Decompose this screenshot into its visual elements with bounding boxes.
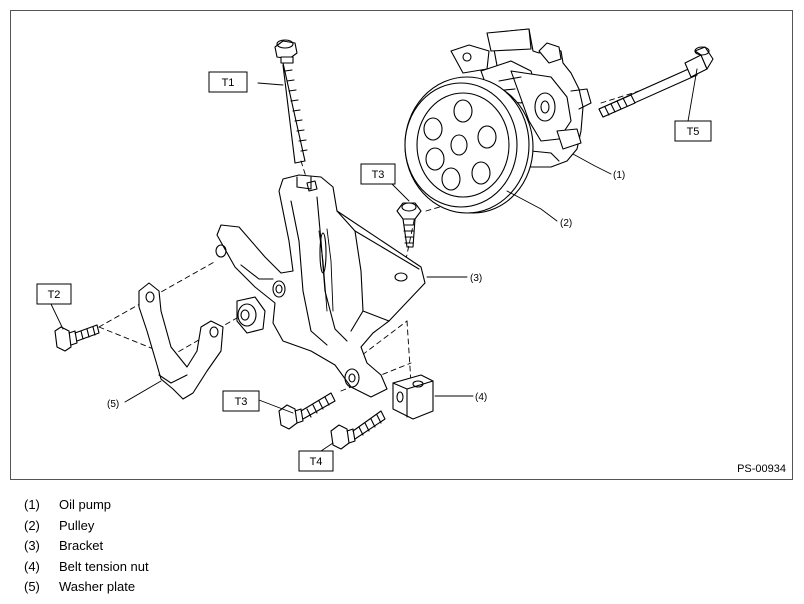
bolt-t3-upper xyxy=(396,202,422,248)
torque-label-t1: T1 xyxy=(208,71,248,93)
bolt-t4 xyxy=(330,410,386,450)
callout-oil-pump: (1) xyxy=(613,170,625,181)
legend-item: (4) Belt tension nut xyxy=(24,557,149,578)
torque-label-t2: T2 xyxy=(36,283,72,305)
pulley xyxy=(404,76,534,214)
belt-tension-nut xyxy=(392,374,434,420)
callout-washer-plate: (5) xyxy=(107,399,119,410)
legend-name: Washer plate xyxy=(59,579,136,594)
torque-label-t3-upper: T3 xyxy=(360,163,396,185)
callout-bracket: (3) xyxy=(470,273,482,284)
reference-code: PS-00934 xyxy=(737,463,786,475)
bracket xyxy=(215,174,426,398)
torque-label-t4: T4 xyxy=(298,450,334,472)
legend-number: (4) xyxy=(24,558,40,574)
bolt-t3-lower xyxy=(278,392,336,430)
legend-item: (3) Bracket xyxy=(24,536,149,557)
legend-name: Oil pump xyxy=(59,497,112,512)
torque-label-t5: T5 xyxy=(674,120,712,142)
svg-text:T2: T2 xyxy=(48,289,61,301)
parts-legend: (1) Oil pump (2) Pulley (3) Bracket (4) Belt… xyxy=(24,495,149,598)
bolt-t2 xyxy=(54,324,100,352)
leader-lines xyxy=(50,68,698,452)
legend-item: (2) Pulley xyxy=(24,516,149,537)
diagram-frame: T1 T2 T3 T3 T4 T5 xyxy=(10,10,793,480)
bolt-t1 xyxy=(274,39,308,164)
legend-number: (2) xyxy=(24,517,40,533)
assembly-guide-lines xyxy=(98,80,672,392)
part-callouts: (1) (2) (3) (4) (5) xyxy=(107,170,625,410)
svg-text:T1: T1 xyxy=(222,77,235,89)
legend-number: (3) xyxy=(24,538,40,553)
exploded-view-diagram: T1 T2 T3 T3 T4 T5 xyxy=(36,28,714,472)
torque-labels: T1 T2 T3 T3 T4 T5 xyxy=(36,71,712,472)
legend-number: (5) xyxy=(24,579,40,594)
callout-pulley: (2) xyxy=(560,218,572,229)
legend-name: Bracket xyxy=(59,538,104,553)
legend-name: Pulley xyxy=(59,517,95,533)
legend-item: (1) Oil pump xyxy=(24,495,149,516)
callout-belt-tension-nut: (4) xyxy=(475,392,487,403)
legend-number: (1) xyxy=(24,497,40,512)
svg-text:T3: T3 xyxy=(235,396,248,408)
svg-text:T4: T4 xyxy=(310,456,323,468)
svg-text:T3: T3 xyxy=(372,169,385,181)
washer-plate xyxy=(138,282,224,400)
svg-text:T5: T5 xyxy=(687,126,700,138)
bolt-t5 xyxy=(598,46,714,118)
torque-label-t3-lower: T3 xyxy=(222,390,260,412)
legend-name: Belt tension nut xyxy=(59,558,149,574)
legend-item: (5) Washer plate xyxy=(24,577,149,598)
